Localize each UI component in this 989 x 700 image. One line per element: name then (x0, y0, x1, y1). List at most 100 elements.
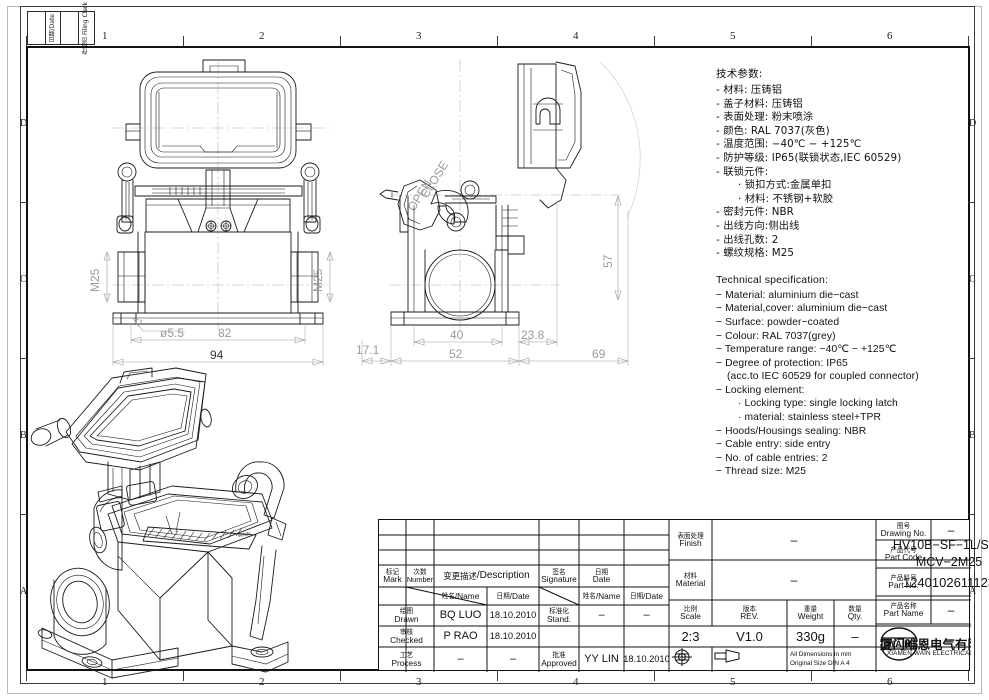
drawing-no-value: – (931, 520, 971, 540)
role-drawn-cn: 绘图 (399, 607, 414, 616)
rev-value: V1.0 (712, 626, 787, 647)
zone-num-top-3: 3 (416, 30, 422, 42)
rev-header-date-en: Date (592, 574, 611, 585)
zone-letter-right-D: D (969, 118, 977, 129)
weight-value-text: 330g (796, 629, 825, 644)
material-label: 材料 Material (669, 560, 712, 600)
spec-cn-lines-item: - 表面处理: 粉末喷涂 (716, 111, 814, 124)
sign-col-name-2-cn: 姓名 (582, 591, 596, 600)
drawing-no-label-cn: 图号 (896, 521, 911, 530)
scale-value: 2:3 (669, 626, 712, 647)
spec-cn-lines-item: - 螺纹规格: M25 (716, 247, 795, 260)
rev-header-mark-cn: 标记 (385, 567, 400, 576)
zone-letter-left-D: D (20, 118, 28, 129)
sign-col-date-1-cn: 日期 (496, 591, 510, 600)
filing-strip: 日期/Date 存档员 Filing Clerk (27, 2, 95, 54)
sign-col-date-1: 日期 /Date (487, 587, 539, 605)
spec-en-heading: Technical specification: (716, 273, 829, 286)
zone-num-bottom-2: 2 (259, 676, 265, 688)
rev-header-description-en: /Description (476, 570, 530, 581)
rev-header-signature-cn: 签名 (552, 567, 566, 576)
checked-date: 18.10.2010 (487, 626, 539, 647)
part-no-value: 1240102611123 (903, 568, 989, 596)
role-standard-en: Stand. (547, 613, 571, 624)
sign-col-name-1-cn: 姓名 (441, 591, 455, 600)
qty-value: – (834, 626, 876, 647)
zone-num-bottom-4: 4 (573, 676, 579, 688)
role-drawn-en: Drawn (394, 613, 419, 624)
weight-label-cn: 重量 (803, 604, 818, 613)
role-process: 工艺 Process (379, 647, 434, 672)
scale-label-en: Scale (680, 611, 701, 622)
process-name-value: – (457, 653, 464, 665)
finish-label-cn: 表面处理 (677, 531, 704, 540)
approved-name-value: YY LIN (584, 653, 619, 665)
part-name-value: – (931, 596, 971, 624)
spec-cn-lines-item: - 密封元件: NBR (716, 206, 794, 219)
svg-text:WAIN: WAIN (887, 639, 911, 649)
zone-num-top-1: 1 (102, 30, 108, 42)
company-name-en: XIAMEN WAIN ELECTRICAL CO.LTD (886, 650, 971, 658)
qty-label-en: Qty. (847, 611, 863, 622)
company-block: WAIN 厦门唯恩电气有限公司 XIAMEN WAIN ELECTRICAL C… (876, 624, 971, 672)
spec-en-lines-item: − Cable entry: side entry (716, 439, 831, 451)
part-name-value-text: – (947, 603, 955, 617)
role-process-cn: 工艺 (399, 651, 414, 660)
sign-col-date-2: 日期 /Date (624, 587, 669, 605)
spec-en-lines-item: − Hoods/Housings sealing: NBR (716, 425, 867, 437)
zone-letter-left-B: B (20, 430, 27, 441)
rev-header-number-cn: 次数 (413, 568, 427, 576)
side-view: OPEN CLOSE (360, 60, 641, 366)
weight-label-en: Weight (797, 611, 824, 622)
role-checked-en: Checked (390, 634, 423, 645)
sign-col-date-2-cn: 日期 (629, 591, 644, 600)
dimension-notes-line2: Original Size DIN A 4 (790, 660, 850, 667)
spec-en-lines-item: − Material,cover: aluminium die−cast (716, 303, 888, 315)
finish-value-text: – (790, 533, 798, 547)
role-checked: 审核 Checked (379, 626, 434, 647)
part-code-value: HV10B−SF−1L/SC− MCV−2M25 (893, 536, 989, 572)
part-no-label-en: Part No. (888, 580, 919, 591)
spec-cn-lines-item: - 出线孔数: 2 (716, 233, 779, 246)
zone-num-top-6: 6 (887, 30, 893, 42)
zone-num-bottom-3: 3 (416, 676, 422, 688)
dimension-notes-line1: All Dimensions in mm (790, 650, 852, 658)
zone-letter-left-C: C (20, 274, 27, 285)
qty-label-cn: 数量 (848, 604, 862, 613)
wain-logo-icon: WAIN (880, 627, 918, 661)
spec-en-lines-item: − Degree of protection: IP65 (716, 357, 848, 369)
rev-header-number: 次数 Number (406, 565, 434, 587)
finish-value: – (712, 520, 876, 560)
drawn-date-value: 18.10.2010 (489, 609, 537, 620)
dim-d5p5: ø5.5 (160, 326, 184, 340)
rev-header-mark: 标记 Mark (379, 565, 406, 587)
spec-en-lines-item: − Surface: powder−coated (716, 316, 840, 328)
dimension-notes: All Dimensions in mm Original Size DIN A… (787, 647, 876, 672)
spec-cn-lines-item: - 联锁元件: (716, 165, 769, 178)
zone-num-bottom-1: 1 (102, 676, 108, 688)
part-no-label: 产品料号 Part No. (876, 568, 931, 596)
part-name-label-cn: 产品名称 (890, 601, 917, 610)
scale-label: 比例 Scale (669, 600, 712, 626)
spec-en-lines-item: − Thread size: M25 (716, 466, 807, 478)
spec-cn-lines-item: - 颜色: RAL 7037(灰色) (716, 124, 830, 137)
first-angle-icon (672, 648, 692, 666)
qty-label: 数量 Qty. (834, 600, 876, 626)
material-label-cn: 材料 (683, 571, 698, 580)
process-name: – (434, 647, 487, 672)
part-name-label-en: Part Name (883, 608, 924, 619)
approved-name: YY LIN (579, 647, 624, 672)
company-name-cn: 厦门唯恩电气有限公司 (880, 636, 971, 652)
standard-date: – (624, 605, 669, 626)
zone-num-bottom-6: 6 (887, 676, 893, 688)
spec-cn-lines-item: - 盖子材料: 压铸铝 (716, 97, 803, 110)
filing-cell-0 (27, 11, 45, 45)
part-code-label: 产品代号 Part Code (876, 540, 931, 568)
part-name-label: 产品名称 Part Name (876, 596, 931, 624)
role-approved: 批准 Approved (539, 647, 579, 672)
rev-label-en: REV. (740, 611, 759, 622)
spec-en-lines-item: · Locking type: single locking latch (738, 398, 898, 410)
standard-name: – (579, 605, 624, 626)
